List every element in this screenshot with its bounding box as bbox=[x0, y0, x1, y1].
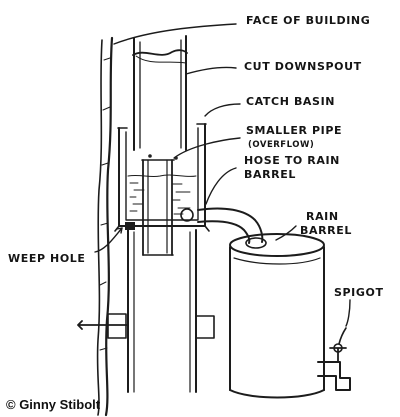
label-cut-downspout: CUT DOWNSPOUT bbox=[244, 60, 362, 73]
weep-hole bbox=[94, 222, 135, 253]
wall-bracket bbox=[77, 313, 215, 339]
leader-lines bbox=[113, 23, 351, 327]
water-drop bbox=[148, 154, 152, 158]
spigot bbox=[317, 327, 351, 391]
label-overflow: (OVERFLOW) bbox=[248, 140, 314, 150]
label-face-of-building: FACE OF BUILDING bbox=[246, 14, 370, 27]
building-wall bbox=[96, 36, 114, 417]
catch-basin bbox=[114, 123, 210, 232]
overflow-pipe bbox=[141, 159, 175, 256]
cut-downspout bbox=[132, 35, 188, 160]
label-barrel: BARREL bbox=[300, 224, 352, 237]
label-hose-to-rain: HOSE TO RAIN bbox=[244, 154, 340, 167]
label-smaller-pipe: SMALLER PIPE bbox=[246, 124, 342, 137]
lower-downspout bbox=[127, 229, 197, 393]
label-weep-hole: WEEP HOLE bbox=[8, 252, 86, 265]
label-catch-basin: CATCH BASIN bbox=[246, 95, 335, 108]
label-spigot: SPIGOT bbox=[334, 286, 384, 299]
copyright-text: © Ginny Stibolt bbox=[6, 397, 101, 412]
label-rain: RAIN bbox=[306, 210, 339, 223]
label-barrel-hose: BARREL bbox=[244, 168, 296, 181]
rain-barrel bbox=[229, 233, 325, 399]
